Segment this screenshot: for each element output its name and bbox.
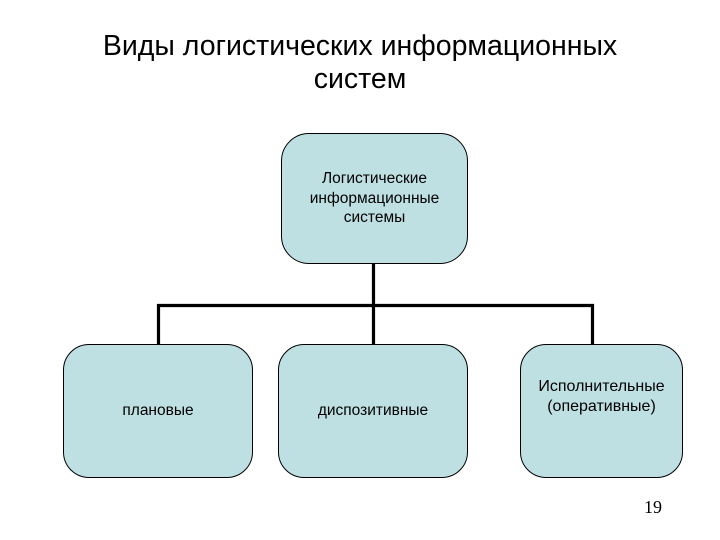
diagram-node-logistics-information-systems[interactable]: Логистические информационные системы <box>281 133 468 264</box>
diagram-node-planned[interactable]: плановые <box>63 344 253 478</box>
page-number: 19 <box>644 497 662 517</box>
page-title: Виды логистических информационных систем <box>102 30 618 95</box>
diagram-node-label: Исполнительные (оперативные) <box>538 378 665 415</box>
diagram-node-executive[interactable]: Исполнительные (оперативные) <box>520 344 683 478</box>
diagram-node-dispositive[interactable]: диспозитивные <box>278 344 468 478</box>
diagram-node-label: плановые <box>122 402 194 420</box>
diagram-node-label: диспозитивные <box>317 402 429 420</box>
diagram-node-label: Логистические информационные системы <box>309 170 440 227</box>
